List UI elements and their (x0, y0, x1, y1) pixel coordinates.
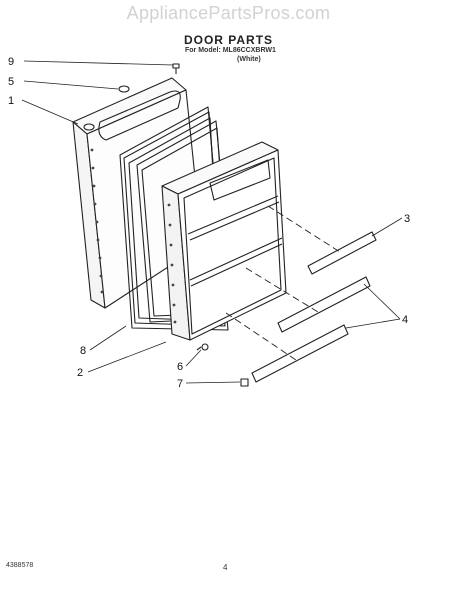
watermark: AppliancePartsPros.com (126, 3, 331, 23)
color-subtitle: (White) (237, 56, 261, 63)
callout-6: 6 (177, 361, 183, 373)
part-9-screw (172, 63, 180, 74)
footer-code: 4388578 (6, 562, 34, 569)
panel-screw-holes (90, 148, 104, 294)
diagram-title: DOOR PARTS (183, 33, 274, 47)
part-6-screw (196, 343, 209, 351)
part-7-clip (240, 378, 249, 387)
part-5-plug (118, 85, 130, 93)
callout-9: 9 (8, 56, 14, 68)
callout-7: 7 (177, 378, 183, 390)
part-3-door-bar (307, 231, 377, 275)
callout-1: 1 (8, 95, 14, 107)
alignment-lines (225, 205, 341, 361)
page-number: 4 (223, 563, 228, 572)
leader-lines (21, 60, 403, 384)
model-subtitle: For Model: ML86CCXBRW1 (185, 47, 276, 54)
part-4-door-bar-upper (277, 276, 371, 333)
callout-3: 3 (404, 213, 410, 225)
callout-8: 8 (80, 345, 86, 357)
callout-4: 4 (402, 314, 408, 326)
callout-2: 2 (77, 367, 83, 379)
part-4-door-bar-lower (251, 324, 349, 383)
liner-screw-holes (167, 203, 177, 324)
callout-5: 5 (8, 76, 14, 88)
inner-door-liner (161, 141, 287, 341)
